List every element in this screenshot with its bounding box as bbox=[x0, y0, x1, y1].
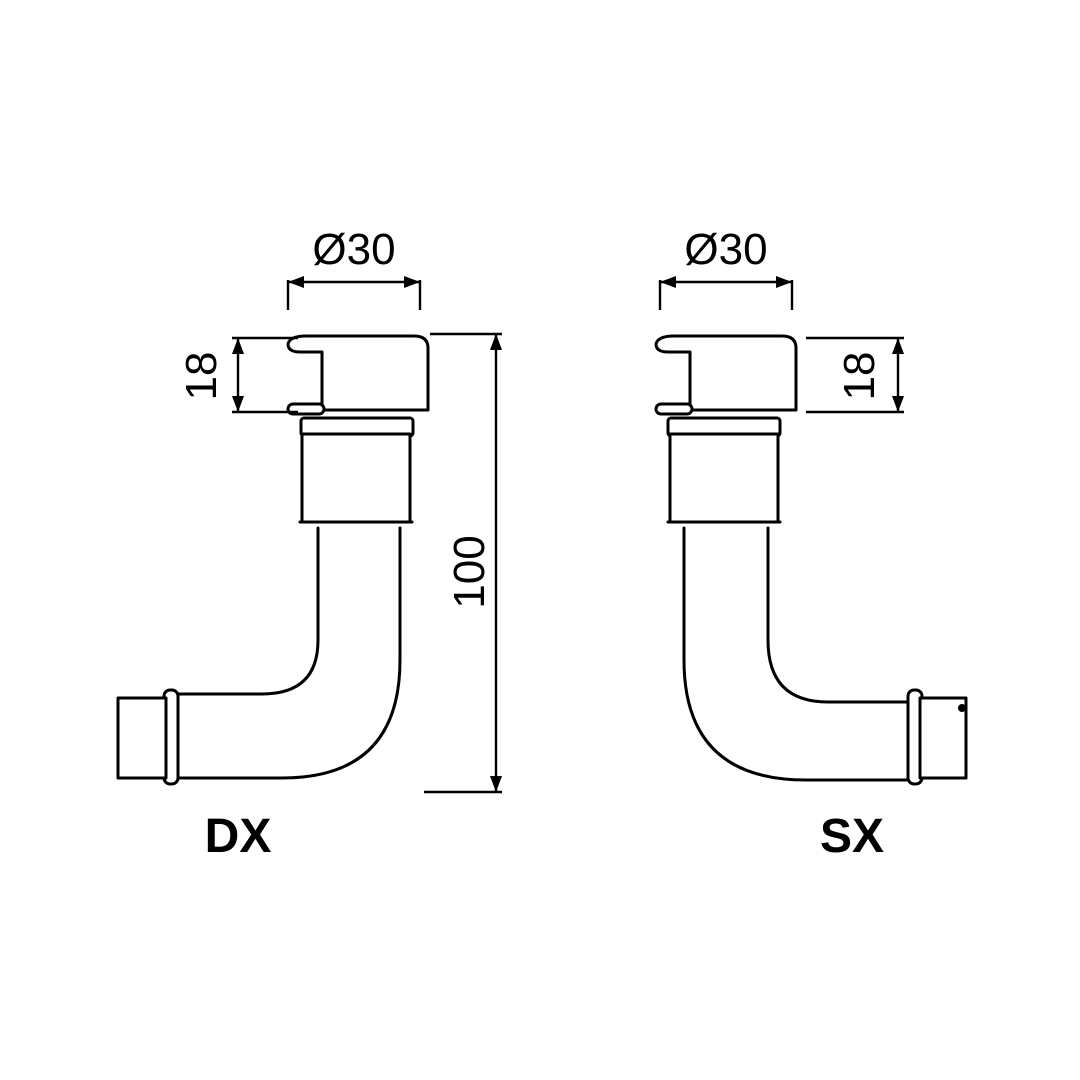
sx-end-dot bbox=[958, 704, 966, 712]
sx-rose-cap bbox=[654, 334, 798, 412]
dx-rose-cap bbox=[286, 334, 430, 412]
dx-label: DX bbox=[205, 810, 272, 863]
dx-height-total-dimension: 100 bbox=[424, 332, 502, 794]
dx-diameter-dimension: Ø30 bbox=[286, 225, 422, 310]
sx-handle bbox=[654, 334, 968, 786]
dx-height-small-label: 18 bbox=[177, 352, 226, 401]
dx-height-total-label: 100 bbox=[445, 535, 494, 608]
sx-diameter-label: Ø30 bbox=[684, 225, 767, 274]
dx-view: Ø30 18 100 DX bbox=[116, 225, 502, 863]
dx-elbow-tube bbox=[174, 526, 402, 780]
sx-label: SX bbox=[820, 810, 884, 863]
dx-handle bbox=[116, 334, 430, 786]
dx-diameter-label: Ø30 bbox=[312, 225, 395, 274]
dx-end-sleeve bbox=[116, 696, 168, 780]
sx-height-small-dimension: 18 bbox=[806, 336, 904, 414]
sx-rose-lip bbox=[654, 402, 694, 416]
sx-height-small-label: 18 bbox=[835, 352, 884, 401]
sx-diameter-dimension: Ø30 bbox=[658, 225, 794, 310]
sx-end-sleeve bbox=[918, 696, 968, 780]
sx-view: Ø30 18 SX bbox=[654, 225, 968, 863]
sx-elbow-tube bbox=[682, 526, 914, 782]
dx-collar bbox=[300, 432, 412, 524]
sx-collar bbox=[668, 432, 780, 524]
dx-height-small-dimension: 18 bbox=[177, 336, 298, 414]
